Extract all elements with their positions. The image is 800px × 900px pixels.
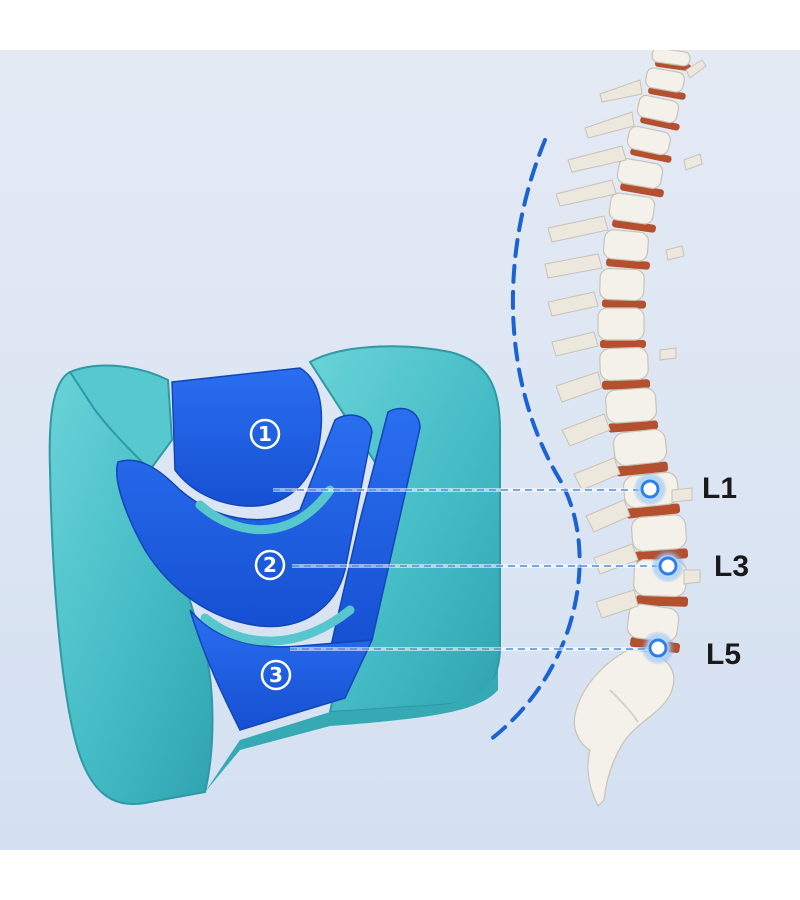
zone-1-number: 1 <box>258 422 272 446</box>
air-chambers <box>116 367 421 731</box>
zone-3-number: 3 <box>269 663 283 687</box>
guide-lines <box>273 488 666 651</box>
sacrum <box>573 649 675 808</box>
zone-marker-3: 3 <box>260 659 292 691</box>
level-dot-l5 <box>641 631 675 665</box>
chamber-zone-3 <box>189 609 374 731</box>
label-l5: L5 <box>706 638 742 671</box>
zone-2-number: 2 <box>263 553 277 577</box>
chamber-zone-2 <box>116 414 373 628</box>
spine <box>544 50 707 808</box>
level-dot-l3 <box>651 549 685 583</box>
spine-curve-dashed <box>488 138 582 742</box>
label-l1: L1 <box>702 472 738 505</box>
chamber-zone-1 <box>171 367 323 507</box>
lumbar-pillow-diagram: 1 2 3 <box>48 50 707 808</box>
level-dot-l1 <box>633 472 667 506</box>
label-l3: L3 <box>714 550 750 583</box>
zone-marker-2: 2 <box>254 549 286 581</box>
spine-processes <box>544 79 643 619</box>
illustration-panel: 1 2 3 <box>0 50 800 850</box>
cushion-top-rim <box>68 364 174 472</box>
cushion-left-wing <box>48 370 214 806</box>
zone-marker-1: 1 <box>249 418 281 450</box>
spine-transverse <box>659 59 707 585</box>
spine-vertebrae <box>597 50 691 643</box>
